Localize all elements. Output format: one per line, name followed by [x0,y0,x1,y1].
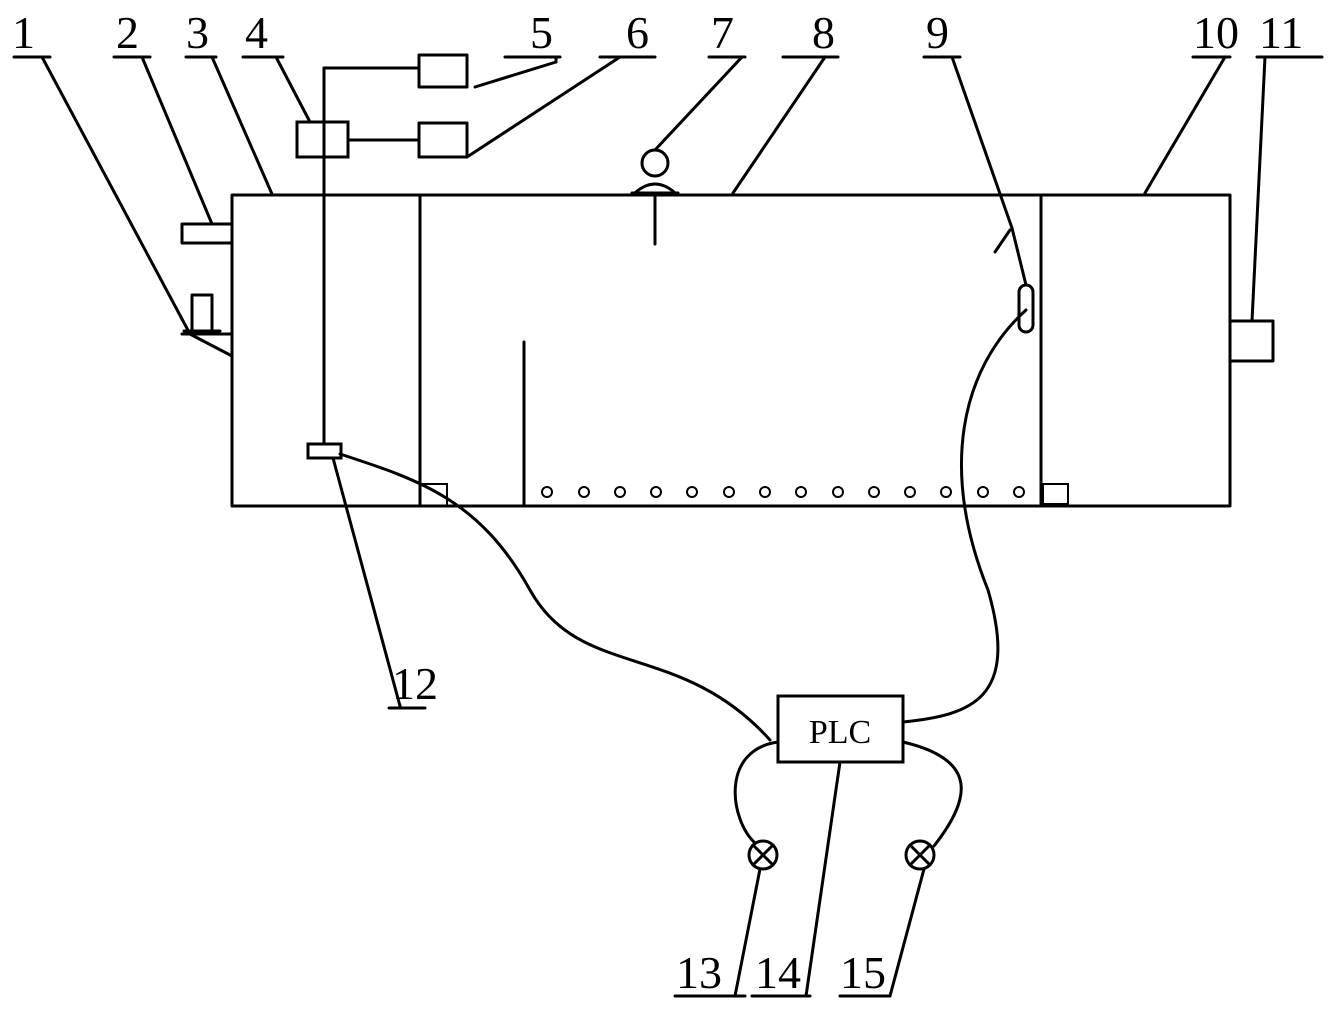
indicator-lamp-13 [747,839,779,871]
wire-probe-to-plc [901,308,1028,724]
indicator-lamp-15 [904,839,936,871]
label-14: 14 [755,947,801,998]
label-4: 4 [245,7,268,58]
tank-body [230,193,1232,508]
aeration-holes [541,486,1025,498]
label-5: 5 [530,7,553,58]
leader-lines [12,55,1324,998]
plc-label: PLC [809,714,871,751]
device-6 [417,121,469,159]
lower-fitting [190,293,214,333]
label-15: 15 [840,947,886,998]
bottom-block-left [419,483,448,507]
wire-plc-to-lamp-15 [901,740,963,848]
label-8: 8 [812,7,835,58]
label-12: 12 [392,658,438,709]
float-ball [640,148,670,178]
level-probe [1017,283,1035,334]
device-5 [417,53,469,89]
inlet-pipe [180,222,234,245]
label-1: 1 [12,7,35,58]
bottom-sensor [306,442,343,460]
label-10: 10 [1193,7,1239,58]
label-11: 11 [1259,7,1303,58]
label-7: 7 [711,7,734,58]
label-13: 13 [676,947,722,998]
outlet-pipe [1228,319,1275,363]
label-3: 3 [186,7,209,58]
label-2: 2 [116,7,139,58]
label-6: 6 [626,7,649,58]
label-9: 9 [926,7,949,58]
wire-sensor-to-plc [338,452,772,742]
wire-plc-to-lamp-13 [733,740,780,845]
bottom-block-right [1042,483,1069,505]
